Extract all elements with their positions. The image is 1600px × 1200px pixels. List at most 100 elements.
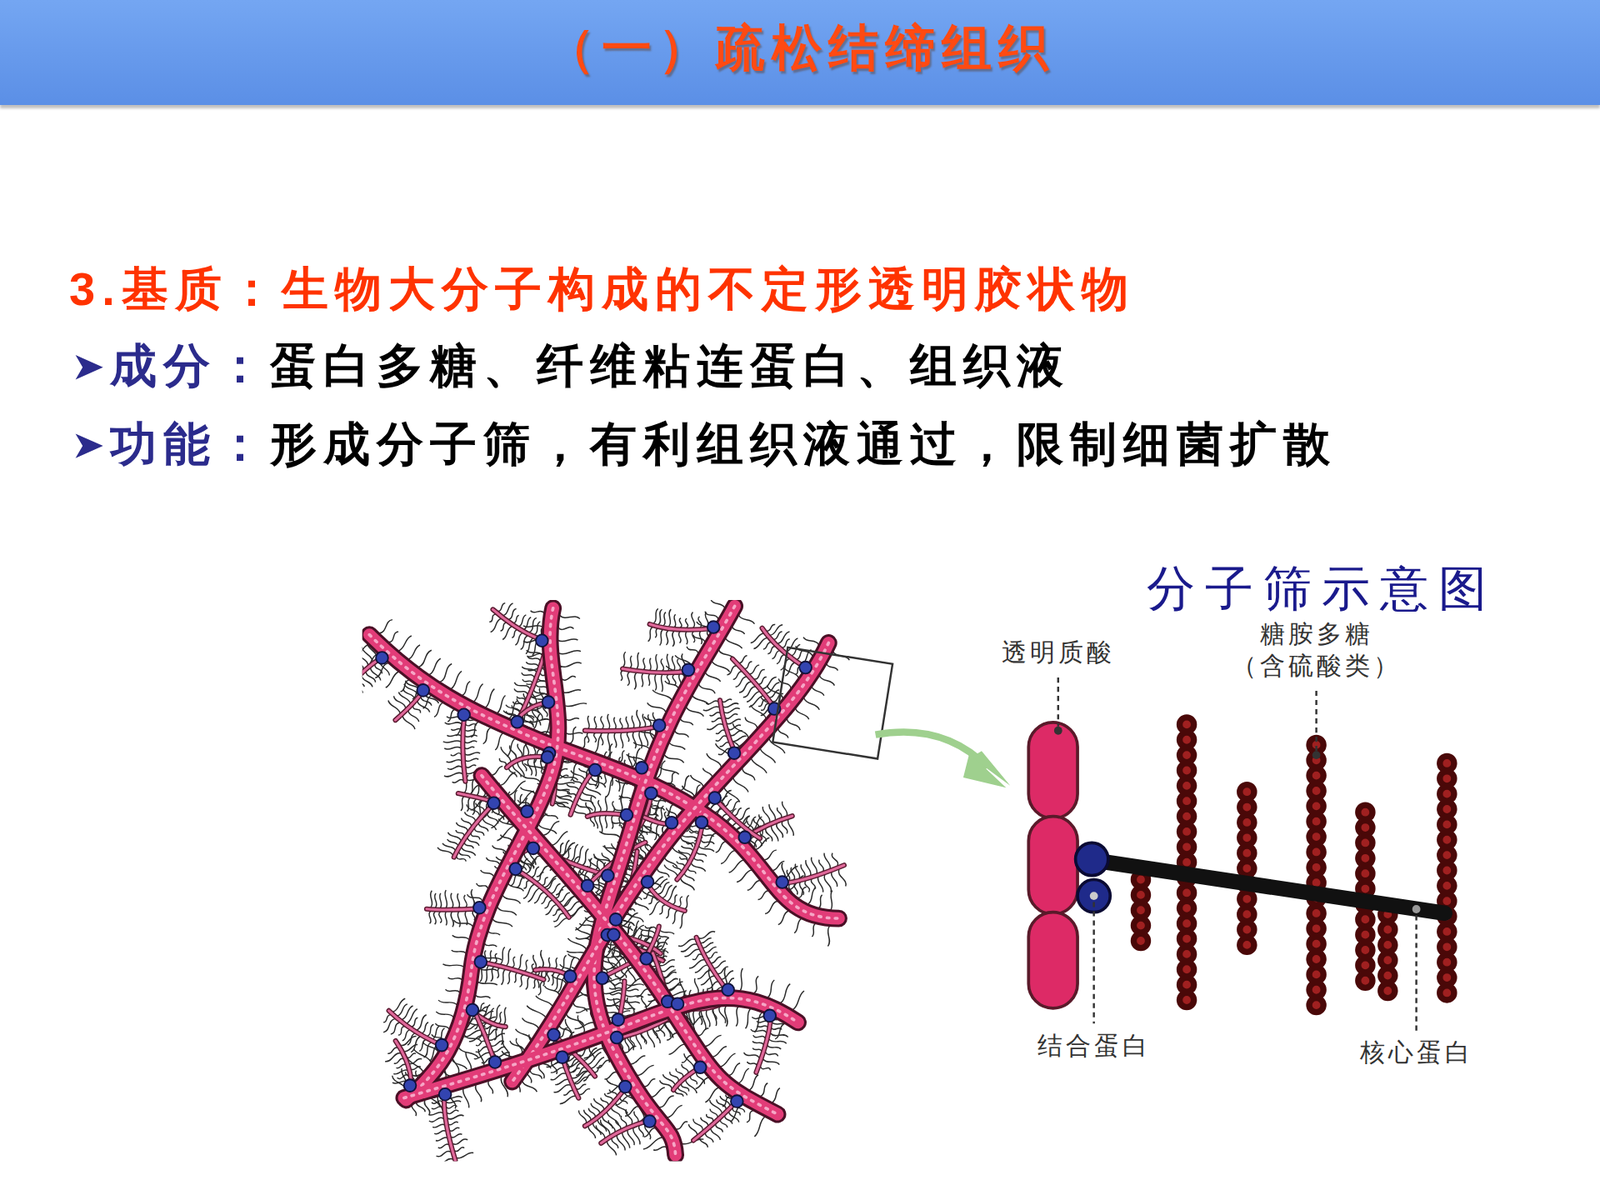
gag-hair [769,1039,787,1044]
gag-hair [394,1058,404,1064]
gag-hair [445,1100,461,1104]
gag-hair [767,646,775,655]
gag-hair [726,719,741,725]
gag-hair [566,732,584,735]
link-protein [1075,842,1109,875]
gag-hair [732,627,745,635]
link-protein-dot [510,715,524,729]
gag-hair [398,635,412,651]
gag-hair [720,850,735,865]
gag-hair [570,770,585,780]
gag-hair [702,834,715,837]
gag-hair [666,985,682,990]
gag-hair [595,1125,605,1138]
link-protein-dot [375,651,389,665]
gag-hair [643,1137,663,1150]
gag-hair [493,1046,505,1052]
gag-hair [554,974,560,991]
gag-hair [669,981,684,991]
gag-hair [503,1040,510,1058]
gag-hair [620,732,624,749]
core-protein-branch [693,1100,738,1141]
strand [369,635,839,919]
gag-hair [640,933,653,939]
core-protein-branch [693,1100,738,1141]
gag-hair [760,1066,771,1070]
gag-hair [429,1117,444,1122]
gag-hair [523,880,530,889]
gag-hair [685,1080,697,1094]
gag-hair [475,803,485,811]
gag-hair [395,1064,405,1069]
gag-hair [749,695,764,707]
gag-hair [614,733,617,749]
gag-hair [649,822,653,832]
gag-hair [656,940,668,945]
gag-hair [511,705,520,714]
gag-beads [1130,880,1151,950]
gag-beads [1236,791,1257,953]
gag-hair [803,637,819,645]
gag-hair [726,665,736,675]
gag-hair [799,882,804,895]
gag-hair [678,896,683,907]
gag-hair [493,1005,500,1022]
link-protein-dot [665,816,679,830]
figure-caption: 分子筛示意图 [1146,560,1497,619]
gag-hair [672,895,677,905]
gag-hair [745,661,753,670]
gag-hair [582,736,587,749]
gag-hair [465,740,478,744]
gag-hair [643,892,651,900]
bullet-text: 形成分子筛，有利组织液通过，限制细菌扩散 [270,417,1337,470]
gag-hair [606,1141,616,1156]
gag-hair [522,1081,537,1092]
gag-hair [446,1110,459,1114]
gag-hair [431,1106,443,1110]
gag-hair [750,705,766,719]
gag-hair [675,1068,684,1077]
core-protein-branch [622,669,690,674]
gag-hair [409,1058,422,1064]
gag-hair [754,1116,765,1137]
gag-hair [431,1100,442,1105]
link-protein-dot [607,928,620,941]
link-protein-dot [763,1010,776,1023]
gag-hair [626,984,645,986]
gag-hair [520,787,535,795]
gag-hair [480,870,495,877]
gag-hair [625,1000,640,1004]
gag-hair [465,758,479,762]
gag-hair [460,796,465,811]
gag-hair [402,1030,410,1041]
gag-hair [811,924,815,937]
gag-hair [393,998,406,1012]
link-protein-dot [610,1031,624,1045]
gag-hair [619,816,621,827]
link-protein-dot [694,1060,707,1074]
gag-hair [690,863,705,872]
gag-hair [555,885,566,895]
gag-hair [525,638,533,654]
leader-dot [1412,905,1421,914]
link-protein-dot [564,970,577,983]
gag-hair [636,989,649,998]
gag-hair [387,1047,398,1054]
gag-hair [666,1033,677,1040]
gag-hair [752,1048,762,1051]
gag-hair [598,800,602,812]
gag-hair [532,709,541,725]
gag-hair [605,795,607,811]
gag-hair [450,1134,462,1138]
gag-hair [762,677,777,690]
gag-hair [663,612,666,626]
gag-hair [790,867,795,880]
gag-hair [522,760,527,771]
gag-hair [362,651,369,665]
gag-hair [680,912,685,929]
leader-line [1315,690,1317,751]
gag-hair [540,950,545,968]
gag-hair [560,662,581,667]
gag-hair [530,610,545,614]
gag-hair [649,900,660,915]
